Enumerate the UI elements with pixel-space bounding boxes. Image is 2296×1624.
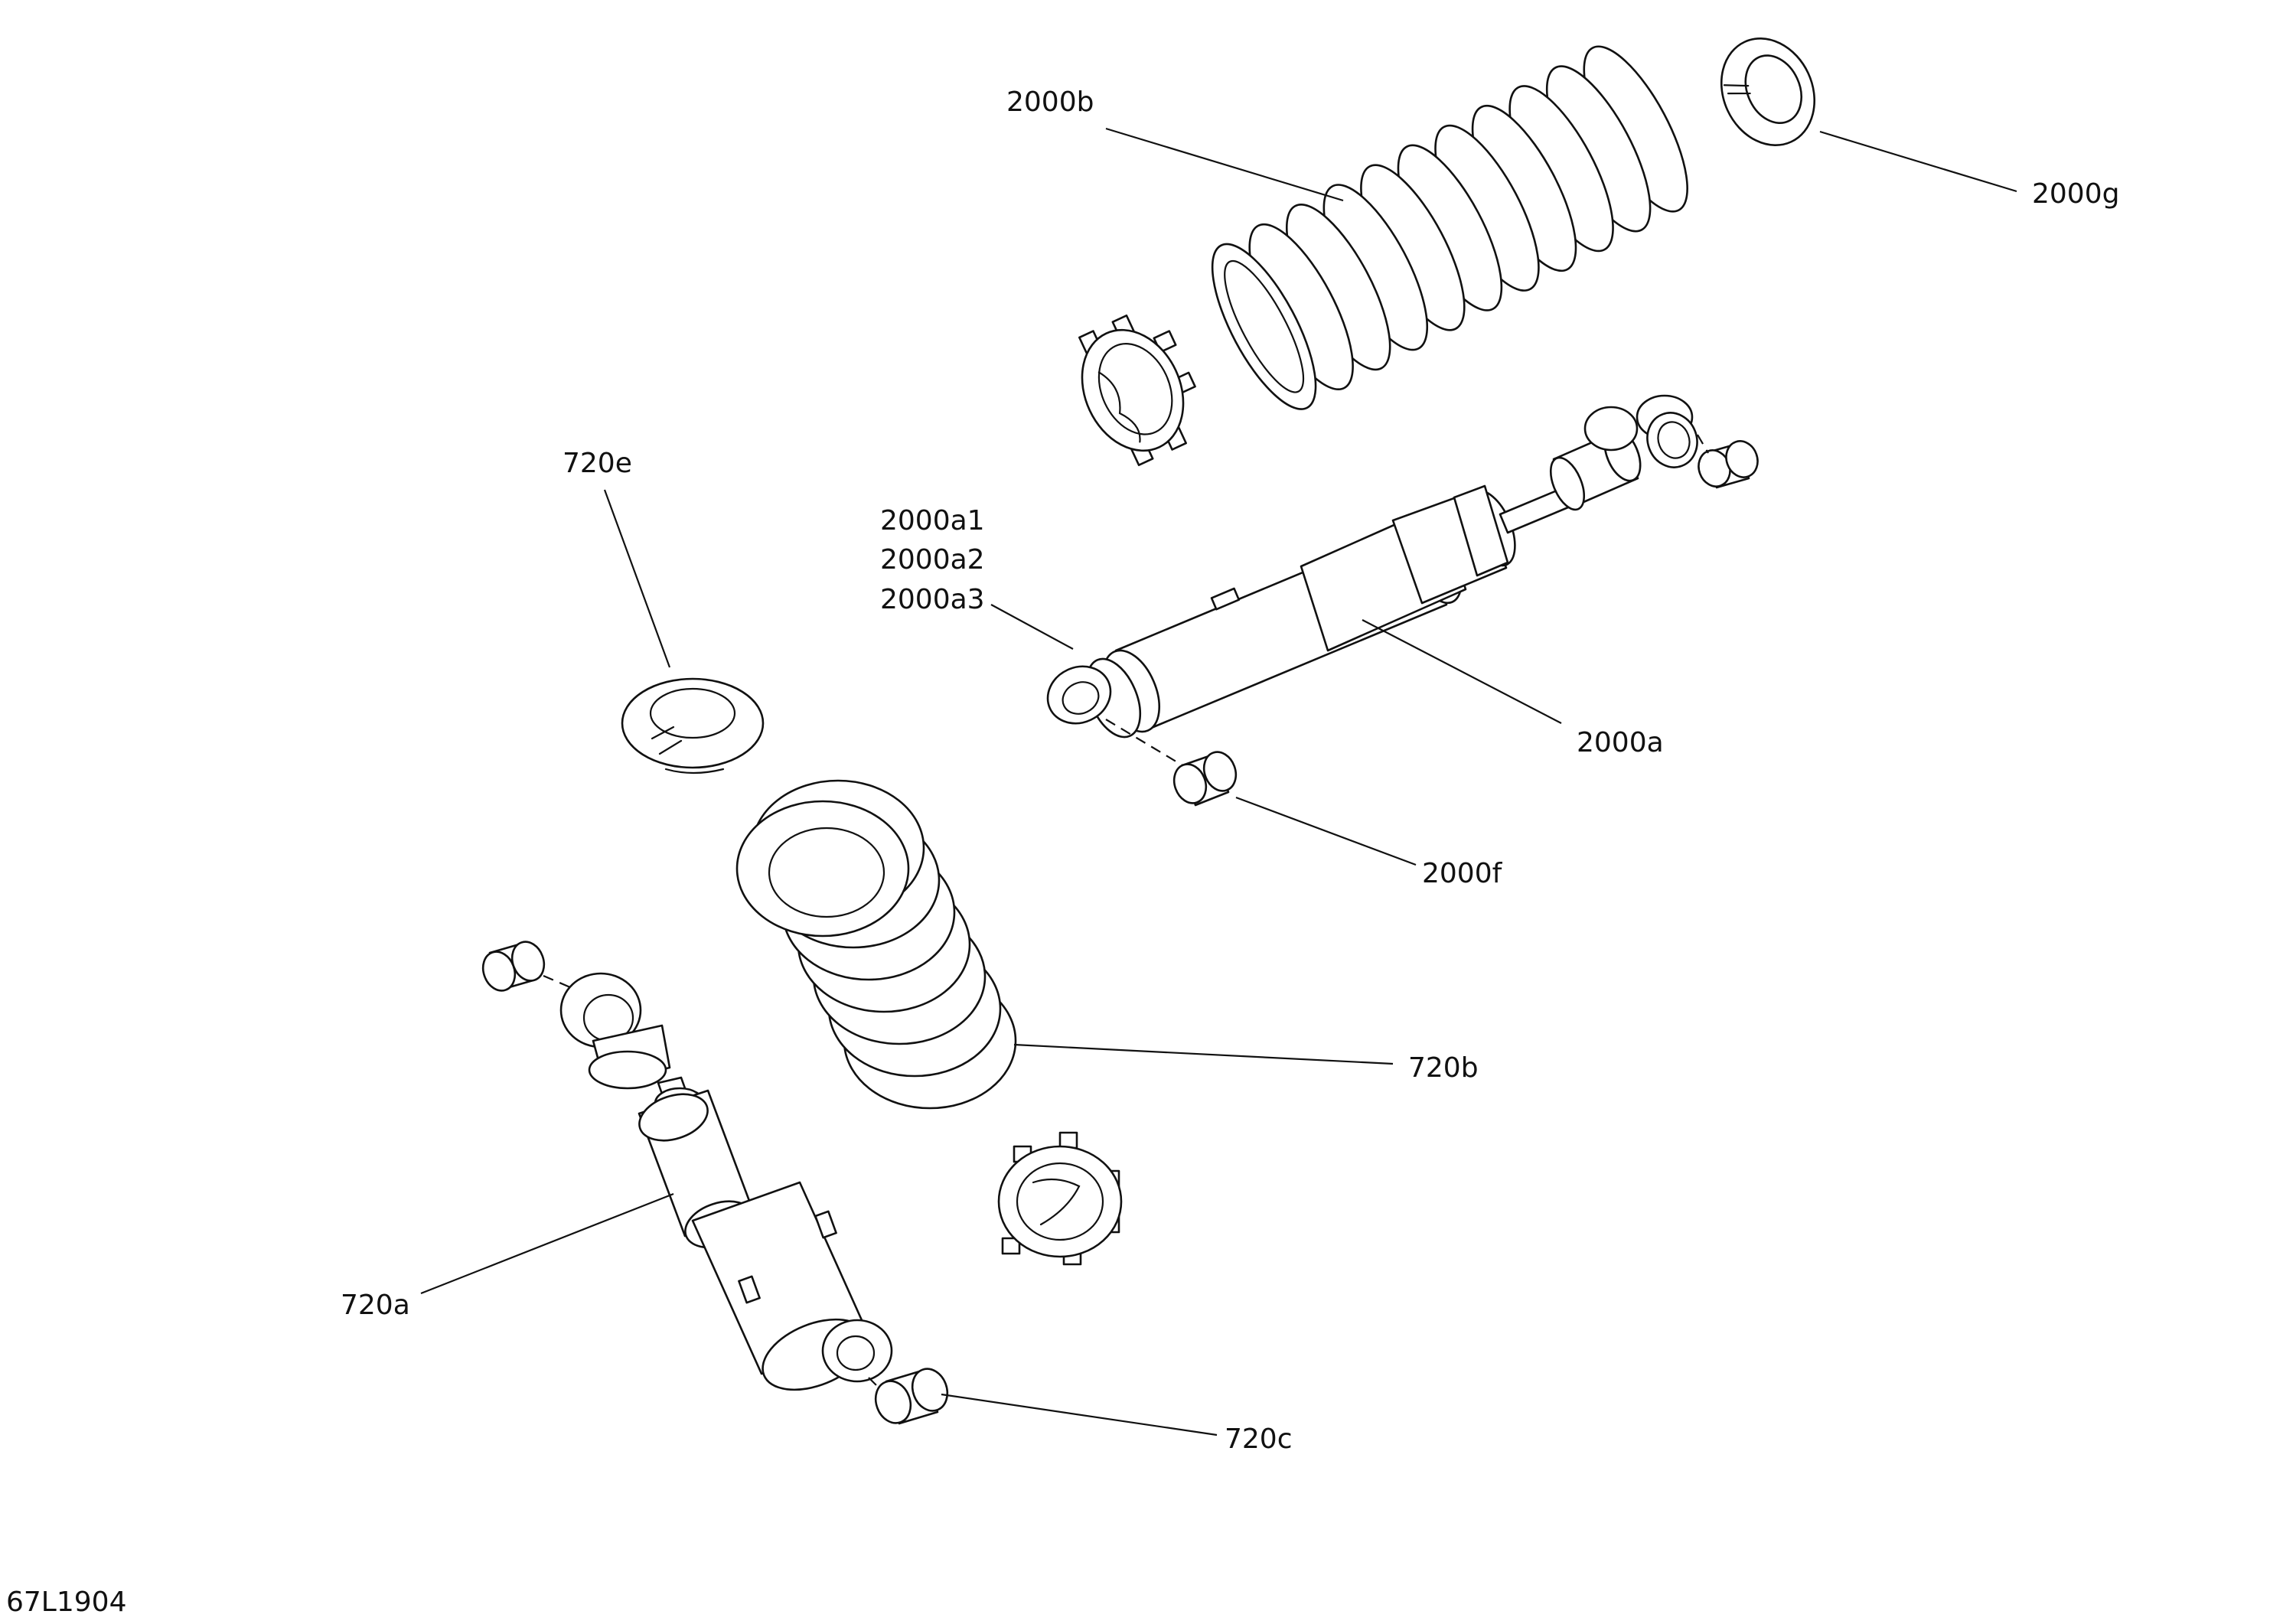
leader-720e — [603, 489, 671, 668]
callout-720e: 720e — [563, 448, 632, 479]
leader-2000f — [1235, 796, 1417, 866]
lower-eye-bushing-2000f — [1172, 751, 1238, 807]
callout-720c: 720c — [1225, 1423, 1293, 1455]
upper-spring-retainer-clip — [1720, 37, 1816, 147]
figure-code: 67L1904 — [6, 1586, 126, 1618]
callout-2000g: 2000g — [2032, 178, 2119, 210]
leader-lines — [420, 127, 2017, 1436]
leader-2000a — [1362, 619, 1562, 724]
callout-2000f: 2000f — [1422, 858, 1503, 889]
callout-2000a1: 2000a1 — [880, 505, 985, 536]
callout-720b: 720b — [1408, 1052, 1479, 1084]
leader-2000b — [1105, 127, 1344, 202]
leader-720a — [420, 1192, 674, 1295]
upper-adjuster-ring — [1078, 314, 1196, 467]
leader-720b — [1013, 1043, 1394, 1065]
upper-coil-spring — [1211, 45, 1688, 410]
callout-2000b: 2000b — [1006, 86, 1094, 118]
callout-2000a3: 2000a3 — [880, 584, 985, 615]
lower-spring-retainer-clip — [621, 677, 765, 774]
callout-2000a2: 2000a2 — [880, 544, 985, 576]
leader-2000g — [1819, 130, 2017, 193]
upper-shock-absorber-body — [1046, 394, 1698, 739]
leader-2000a3 — [990, 604, 1074, 650]
lower-adjuster-ring — [997, 1131, 1123, 1266]
lower-shock-absorber-body — [481, 941, 893, 1391]
upper-eye-bushing — [1698, 440, 1759, 489]
callout-720a: 720a — [341, 1290, 410, 1321]
lower-eye-bushing-720c — [874, 1368, 949, 1425]
callout-2000a: 2000a — [1577, 727, 1664, 758]
leader-720c — [941, 1393, 1218, 1436]
lower-coil-spring — [735, 779, 1017, 1110]
